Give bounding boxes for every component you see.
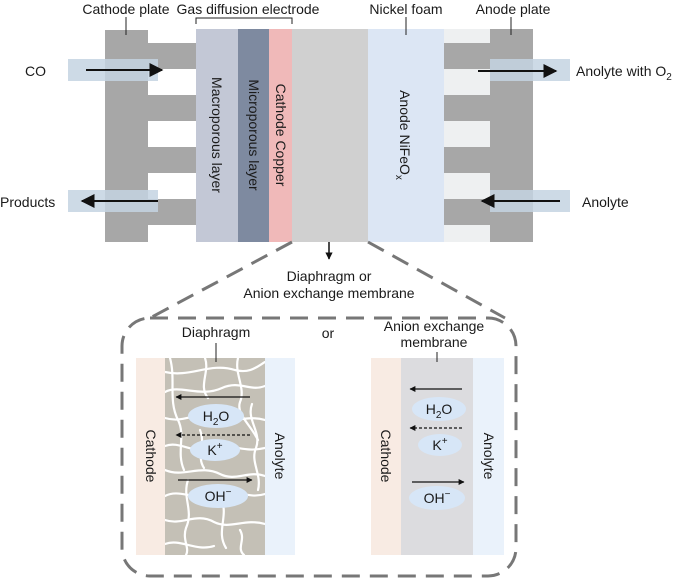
- right-k-bubble: [418, 434, 462, 456]
- co-label: CO: [25, 63, 46, 79]
- aem-panel: Anion exchange membrane Cathode Anolyte …: [371, 318, 504, 555]
- anolyte-label: Anolyte: [582, 194, 629, 210]
- aem-title-line1: Anion exchange: [384, 318, 485, 334]
- anode-plate-label: Anode plate: [476, 1, 551, 17]
- products-label: Products: [0, 194, 55, 210]
- cathode-plate-label: Cathode plate: [82, 1, 169, 17]
- right-anolyte-region: [473, 358, 504, 555]
- microporous-layer: [238, 29, 269, 242]
- right-h2o-label: H2O: [426, 401, 453, 421]
- left-k-bubble: [190, 439, 240, 461]
- anolyte-with-o2-label: Anolyte with O2: [576, 63, 672, 83]
- left-cathode-label: Cathode: [143, 430, 159, 483]
- anode-nifeox-label: Anode NiFeOx: [393, 90, 413, 180]
- diaphragm-title: Diaphragm: [182, 324, 250, 340]
- left-cathode-region: [136, 358, 165, 555]
- right-cathode-region: [371, 358, 401, 555]
- aem-region: [401, 358, 473, 555]
- nickel-foam-anode: [368, 29, 444, 242]
- diaphragm-panel: Diaphragm Cathode Anolyte H2O K+ OH−: [136, 324, 295, 555]
- diaphragm-or-label: Diaphragm or: [287, 268, 372, 284]
- right-anolyte-label: Anolyte: [481, 433, 497, 480]
- right-h2o-bubble: [412, 397, 466, 421]
- anion-exchange-membrane-label: Anion exchange membrane: [243, 285, 414, 301]
- zoom-line-right: [367, 240, 506, 320]
- left-h2o-bubble: [188, 404, 244, 428]
- left-anolyte-region: [265, 358, 295, 555]
- left-oh-label: OH−: [205, 487, 232, 504]
- macroporous-label: Macroporous layer: [209, 77, 225, 193]
- aem-title-line2: membrane: [401, 334, 468, 350]
- right-oh-bubble: [409, 486, 465, 510]
- zoom-line-left: [149, 240, 293, 320]
- left-oh-bubble: [188, 484, 248, 508]
- right-k-label: K+: [432, 436, 447, 453]
- gas-diffusion-electrode-label: Gas diffusion electrode: [177, 1, 320, 17]
- right-oh-label: OH−: [424, 489, 451, 506]
- or-label: or: [322, 325, 335, 341]
- cathode-copper-layer: [269, 29, 292, 242]
- nickel-foam-label: Nickel foam: [369, 1, 442, 17]
- membrane-layer: [292, 29, 368, 242]
- cathode-copper-label: Cathode Copper: [273, 84, 289, 187]
- left-k-label: K+: [207, 441, 222, 458]
- macroporous-layer: [196, 29, 238, 242]
- detail-box: [120, 316, 518, 578]
- right-cathode-label: Cathode: [378, 430, 394, 483]
- gde-bracket: [195, 17, 293, 24]
- left-h2o-label: H2O: [203, 408, 230, 428]
- left-anolyte-label: Anolyte: [272, 433, 288, 480]
- microporous-label: Microporous layer: [246, 79, 262, 191]
